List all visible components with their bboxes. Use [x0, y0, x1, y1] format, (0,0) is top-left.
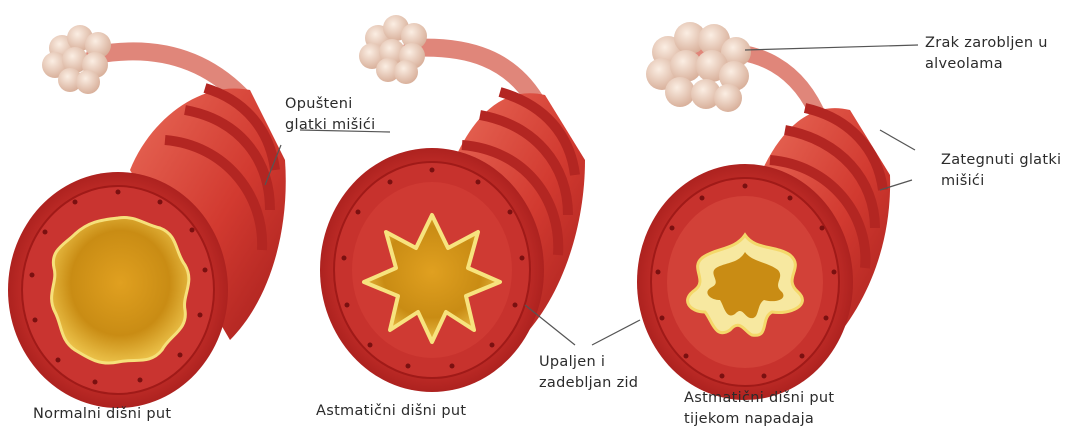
normal-lumen: [52, 217, 189, 363]
label-tight-muscles-line2: mišići: [941, 171, 1061, 192]
attack-airway-figure: [637, 22, 890, 400]
alveoli-cluster-2: [359, 15, 427, 84]
caption-attack-airway-line2: tijekom napadaja: [684, 409, 834, 430]
label-inflamed-wall-line2: zadebljan zid: [539, 373, 638, 394]
label-trapped-air: Zrak zarobljen u alveolama: [925, 33, 1048, 75]
alveoli-cluster-1: [42, 25, 111, 94]
label-relaxed-muscles-line2: glatki mišići: [285, 115, 375, 136]
caption-normal-airway-text: Normalni dišni put: [33, 404, 171, 425]
label-inflamed-wall: Upaljen i zadebljan zid: [539, 352, 638, 394]
normal-airway-figure: [8, 25, 286, 408]
label-trapped-air-line2: alveolama: [925, 54, 1048, 75]
leader-tight-1: [880, 130, 915, 150]
caption-attack-airway-line1: Astmatični dišni put: [684, 388, 834, 409]
label-tight-muscles: Zategnuti glatki mišići: [941, 150, 1061, 192]
label-trapped-air-line1: Zrak zarobljen u: [925, 33, 1048, 54]
label-tight-muscles-line1: Zategnuti glatki: [941, 150, 1061, 171]
label-relaxed-muscles-line1: Opušteni: [285, 94, 375, 115]
label-inflamed-wall-line1: Upaljen i: [539, 352, 638, 373]
caption-normal-airway: Normalni dišni put: [33, 404, 171, 425]
alveoli-cluster-3: [646, 22, 751, 112]
caption-asthmatic-airway: Astmatični dišni put: [316, 401, 466, 422]
bronchiole-2: [412, 48, 535, 100]
caption-asthmatic-airway-text: Astmatični dišni put: [316, 401, 466, 422]
leader-trapped: [745, 45, 918, 50]
label-relaxed-muscles: Opušteni glatki mišići: [285, 94, 375, 136]
caption-attack-airway: Astmatični dišni put tijekom napadaja: [684, 388, 834, 430]
leader-inflamed-2: [592, 320, 640, 345]
asthmatic-airway-figure: [320, 15, 585, 392]
